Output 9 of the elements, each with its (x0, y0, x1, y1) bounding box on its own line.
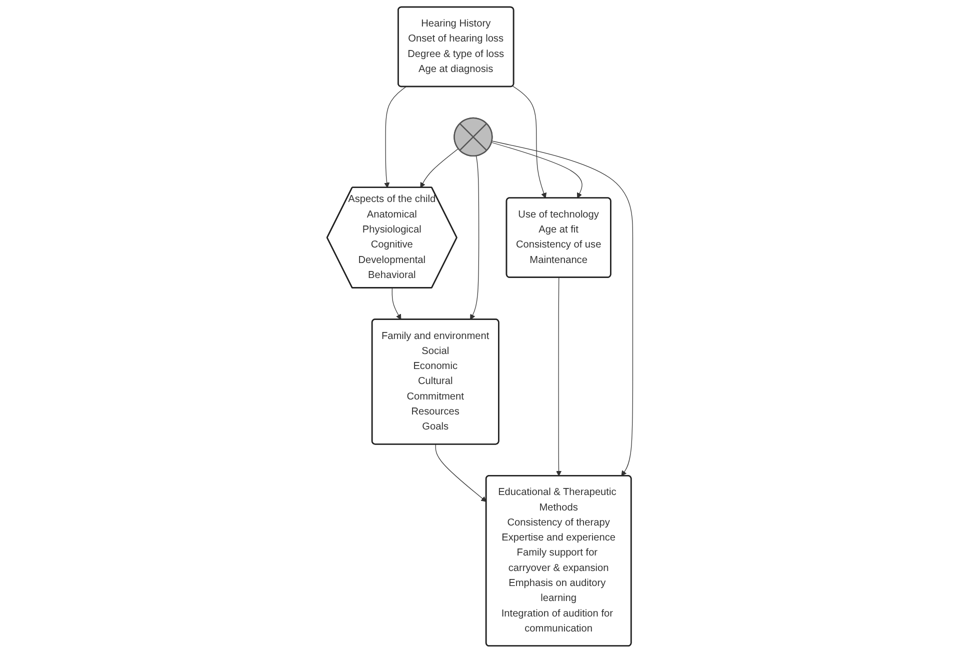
arrow (556, 277, 562, 476)
arrow (490, 140, 633, 476)
arrow (512, 86, 546, 198)
arrow (470, 155, 479, 320)
arrow (391, 288, 401, 320)
arrow (434, 444, 486, 502)
arrow (384, 86, 406, 188)
arrow (490, 142, 582, 198)
arrow (420, 148, 458, 188)
